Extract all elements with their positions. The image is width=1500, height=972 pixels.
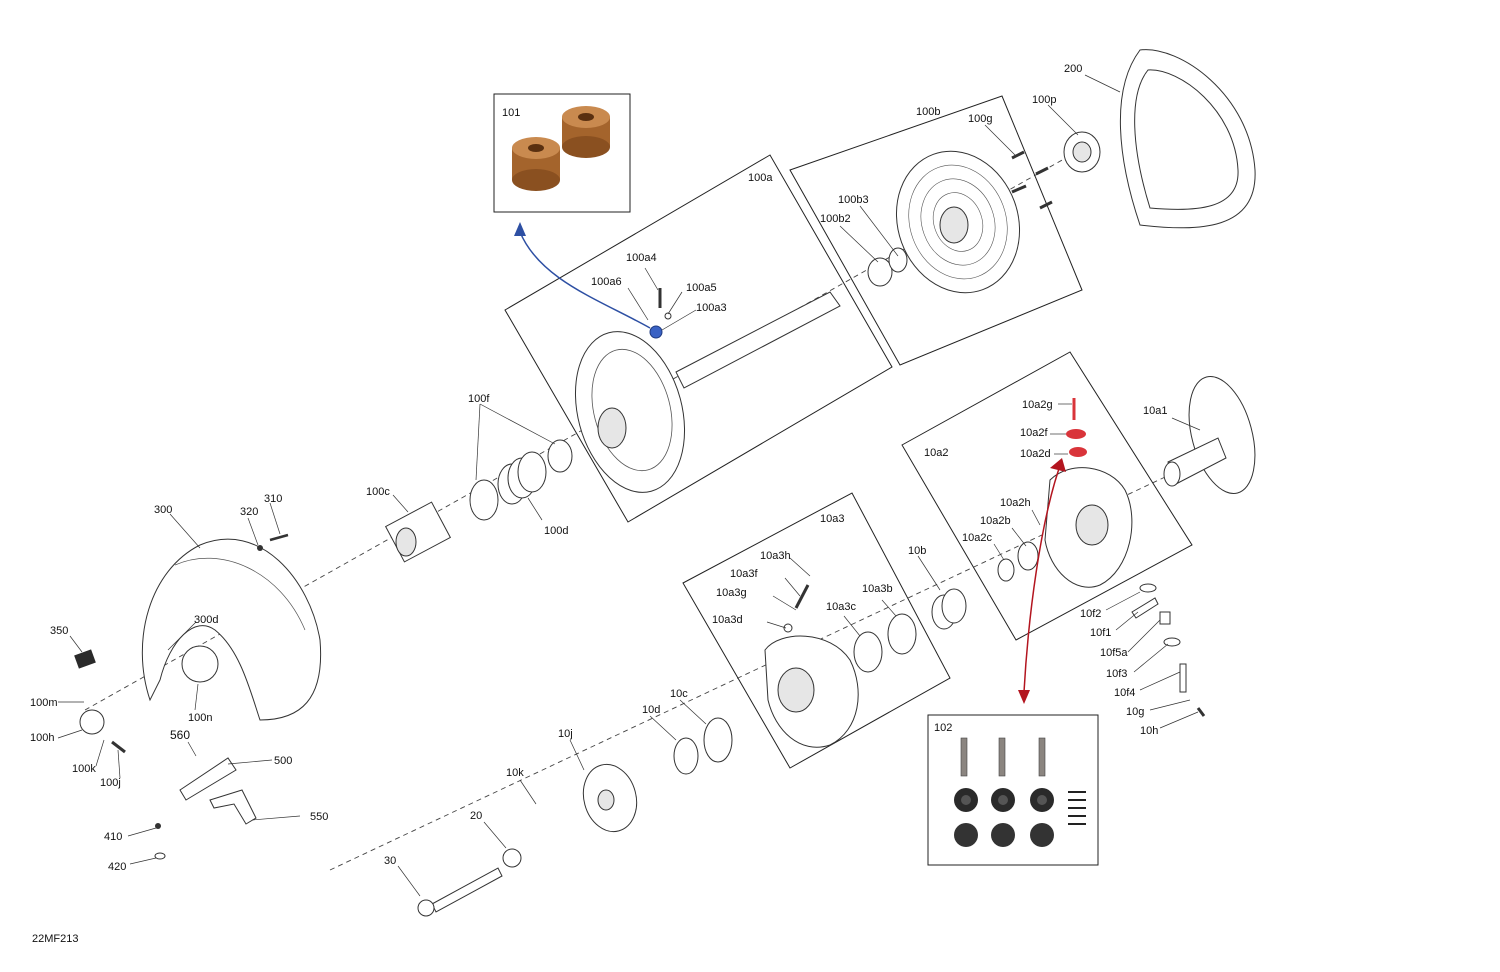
callout-100a5: 100a5 — [686, 282, 717, 294]
callout-10f1: 10f1 — [1090, 627, 1111, 639]
callout-10a3h: 10a3h — [760, 550, 791, 562]
callout-100f: 100f — [468, 393, 490, 405]
callout-labels: 101 102 100a 100b 10a2 10a3 200 100p 100… — [30, 63, 1167, 945]
callout-10d: 10d — [642, 704, 660, 716]
callout-100m: 100m — [30, 697, 58, 709]
callout-100c: 100c — [366, 486, 390, 498]
callout-300: 300 — [154, 504, 172, 516]
callout-560: 560 — [170, 728, 190, 742]
group-box-10a3 — [682, 492, 951, 769]
callout-500: 500 — [274, 755, 292, 767]
callout-10a2g: 10a2g — [1022, 399, 1053, 411]
spring-100d — [469, 439, 573, 521]
callout-10f5a: 10f5a — [1100, 647, 1128, 659]
callout-100d: 100d — [544, 525, 568, 537]
inset-102-box — [927, 714, 1099, 866]
red-reference-arrow — [1018, 458, 1066, 704]
cam-100c — [384, 501, 452, 563]
guard-300 — [141, 538, 322, 721]
callout-10a3c: 10a3c — [826, 601, 856, 613]
diagram-code: 22MF213 — [32, 933, 78, 945]
lower-train — [417, 717, 733, 917]
callout-100g: 100g — [968, 113, 992, 125]
callout-100a3: 100a3 — [696, 302, 727, 314]
brackets-500-550 — [154, 757, 257, 860]
box-label-10a2: 10a2 — [924, 447, 948, 459]
callout-10g: 10g — [1126, 706, 1144, 718]
callout-310: 310 — [264, 493, 282, 505]
callout-10c: 10c — [670, 688, 688, 700]
callout-10k: 10k — [506, 767, 524, 779]
parts-10f — [1131, 583, 1206, 717]
callout-10a2d: 10a2d — [1020, 448, 1051, 460]
callout-100b3: 100b3 — [838, 194, 869, 206]
callout-10a3f: 10a3f — [730, 568, 758, 580]
callout-350: 350 — [50, 625, 68, 637]
callout-200: 200 — [1064, 63, 1082, 75]
callout-100k: 100k — [72, 763, 96, 775]
pin-weight-kit — [954, 737, 1086, 847]
callout-10b: 10b — [908, 545, 926, 557]
box-label-100a: 100a — [748, 172, 773, 184]
small-parts-left — [74, 533, 289, 754]
sheave-100b — [867, 150, 1021, 294]
inset-101-box — [493, 93, 631, 213]
callout-10a3g: 10a3g — [716, 587, 747, 599]
roller-parts — [512, 106, 610, 191]
callout-100j: 100j — [100, 777, 121, 789]
callout-100a4: 100a4 — [626, 252, 657, 264]
sheave-10a1 — [1163, 376, 1256, 494]
sheave-100a — [574, 288, 841, 493]
bolts-100g — [1011, 150, 1053, 210]
callout-10a2h: 10a2h — [1000, 497, 1031, 509]
blue-reference-arrow — [514, 222, 651, 329]
group-box-100b — [789, 95, 1083, 366]
callout-100n: 100n — [188, 712, 212, 724]
callout-20: 20 — [470, 810, 482, 822]
box-label-100b: 100b — [916, 106, 940, 118]
callout-420: 420 — [108, 861, 126, 873]
leader-lines — [57, 74, 1201, 897]
callout-10a3d: 10a3d — [712, 614, 743, 626]
callout-100b2: 100b2 — [820, 213, 851, 225]
callout-10a1: 10a1 — [1143, 405, 1167, 417]
callout-100h: 100h — [30, 732, 54, 744]
callout-10f2: 10f2 — [1080, 608, 1101, 620]
group-box-10a2 — [901, 351, 1193, 641]
inset-label-101: 101 — [502, 107, 520, 119]
inset-label-102: 102 — [934, 722, 952, 734]
callout-100a6: 100a6 — [591, 276, 622, 288]
callout-30: 30 — [384, 855, 396, 867]
callout-300d: 300d — [194, 614, 218, 626]
bearing-100p — [1063, 131, 1101, 173]
callout-410: 410 — [104, 831, 122, 843]
callout-10a2b: 10a2b — [980, 515, 1011, 527]
callout-100p: 100p — [1032, 94, 1056, 106]
callout-550: 550 — [310, 811, 328, 823]
housing-10a2 — [997, 398, 1133, 588]
callout-10a3b: 10a3b — [862, 583, 893, 595]
group-box-100a — [504, 154, 893, 523]
callout-10f3: 10f3 — [1106, 668, 1127, 680]
callout-10j: 10j — [558, 728, 573, 740]
box-label-10a3: 10a3 — [820, 513, 844, 525]
callout-10f4: 10f4 — [1114, 687, 1135, 699]
callout-10h: 10h — [1140, 725, 1158, 737]
callout-10a2c: 10a2c — [962, 532, 992, 544]
housing-10a3 — [764, 584, 967, 748]
drive-belt — [1119, 49, 1256, 229]
callout-320: 320 — [240, 506, 258, 518]
callout-10a2f: 10a2f — [1020, 427, 1048, 439]
